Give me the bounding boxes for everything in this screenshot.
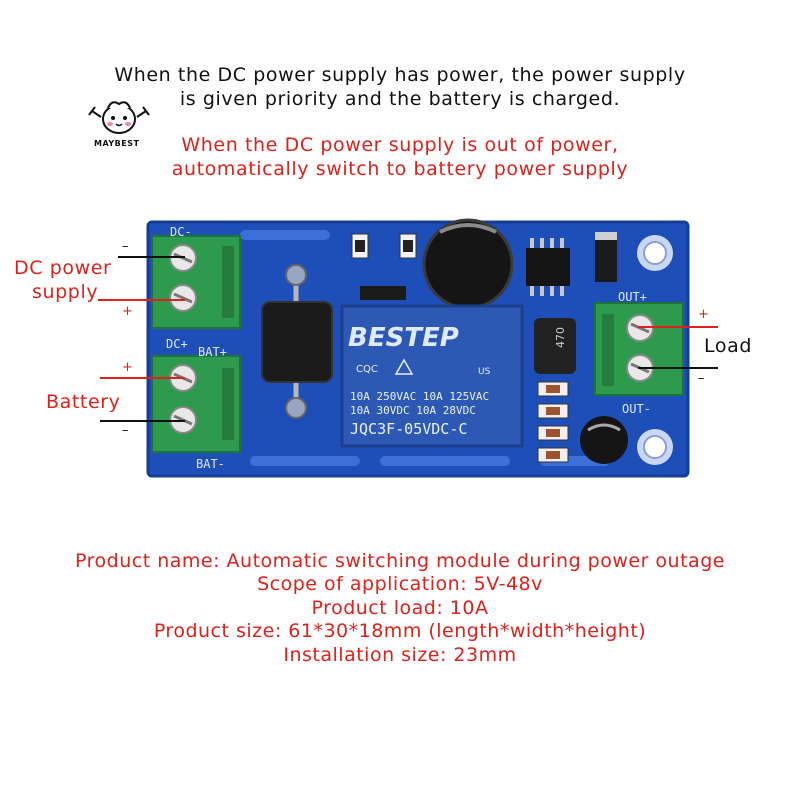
silk-dc-minus: DC- (170, 225, 192, 239)
dc-plus-sign: + (122, 304, 133, 319)
intro-line-1: When the DC power supply has power, the … (114, 64, 686, 86)
silk-bat-plus: BAT+ (198, 345, 227, 359)
relay-brand: BESTEP (348, 323, 459, 353)
electrolytic-capacitor-large (422, 218, 514, 310)
power-diode (261, 264, 333, 419)
load-label: Load (704, 335, 752, 357)
inductor-mark: 470 (554, 327, 567, 348)
relay-rating-2: 10A 30VDC 10A 28VDC (350, 404, 476, 417)
silk-out-minus: OUT- (622, 402, 651, 416)
alert-line-1: When the DC power supply is out of power… (181, 134, 619, 156)
spec-scope: Scope of application: 5V-48v (257, 573, 543, 595)
relay-cert: CQC (356, 364, 378, 375)
smd-diode-right (595, 232, 617, 282)
terminal-dc (151, 235, 241, 329)
terminal-load (594, 302, 684, 396)
load-minus-sign: – (698, 371, 705, 386)
edge-pads (240, 230, 610, 466)
battery-minus-sign: – (122, 423, 129, 438)
relay-module: BESTEP CQC US 10A 250VAC 10A 125VAC 10A … (340, 304, 524, 448)
spec-load: Product load: 10A (311, 597, 489, 619)
battery-label: Battery (46, 391, 121, 413)
dc-minus-sign: – (122, 239, 129, 254)
mounting-hole-top (637, 235, 673, 271)
terminal-battery (151, 355, 241, 453)
relay-model: JQC3F-05VDC-C (350, 420, 467, 438)
smd-diode (360, 286, 406, 300)
silk-dc-plus: DC+ (166, 337, 188, 351)
electrolytic-capacitor-small (580, 416, 628, 464)
dc-label-line-1: DC power (14, 257, 112, 279)
relay-ul: US (478, 367, 491, 377)
ic-chip (526, 238, 570, 296)
pcb-module: DC- DC+ BAT+ BAT- OUT+ OUT- BESTE (98, 218, 718, 478)
logo-text: MAYBEST (94, 139, 140, 148)
battery-plus-sign: + (122, 360, 133, 375)
intro-line-2: is given priority and the battery is cha… (179, 88, 621, 110)
inductor: 470 (534, 318, 576, 374)
mounting-hole-bottom (637, 429, 673, 465)
load-plus-sign: + (698, 307, 709, 322)
silk-out-plus: OUT+ (618, 290, 647, 304)
alert-line-2: automatically switch to battery power su… (171, 158, 629, 180)
spec-install: Installation size: 23mm (283, 644, 517, 666)
spec-size: Product size: 61*30*18mm (length*width*h… (153, 620, 647, 642)
dc-label-line-2: supply (32, 281, 99, 303)
mascot-icon (88, 101, 150, 134)
brand-logo: MAYBEST (86, 95, 152, 151)
silk-bat-minus: BAT- (196, 457, 225, 471)
spec-product-name: Product name: Automatic switching module… (75, 550, 725, 572)
relay-rating-1: 10A 250VAC 10A 125VAC (350, 390, 489, 403)
